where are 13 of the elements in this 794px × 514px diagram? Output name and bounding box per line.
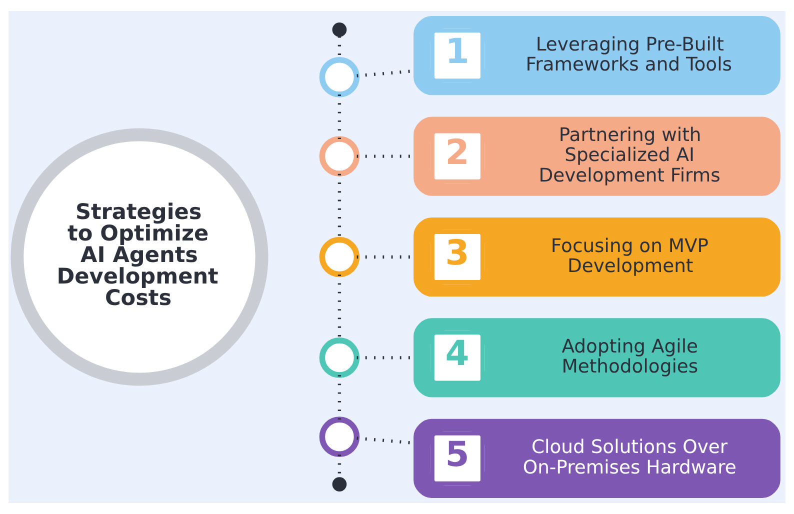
- node-circle: [319, 57, 360, 98]
- node-circle: [319, 136, 360, 176]
- node-box: 4 Adopting Agile Methodologies: [414, 318, 780, 398]
- node-circle: [319, 236, 360, 278]
- node-circle: [319, 338, 360, 378]
- node-dot: [332, 22, 347, 37]
- node-box: 2 Partnering with Specialized AI Development Firms: [414, 116, 780, 196]
- node-box: 5 Cloud Solutions Over On-Premises Hardware: [414, 418, 780, 498]
- node-box: 1 Leveraging Pre-Built Frameworks and Tools: [414, 16, 780, 96]
- node-box: 3 Focusing on MVP Development: [414, 217, 780, 297]
- node-circle: Strategies to Optimize AI Agents Development Costs: [10, 128, 268, 386]
- node-circle: [319, 416, 360, 457]
- node-dot: [332, 477, 347, 492]
